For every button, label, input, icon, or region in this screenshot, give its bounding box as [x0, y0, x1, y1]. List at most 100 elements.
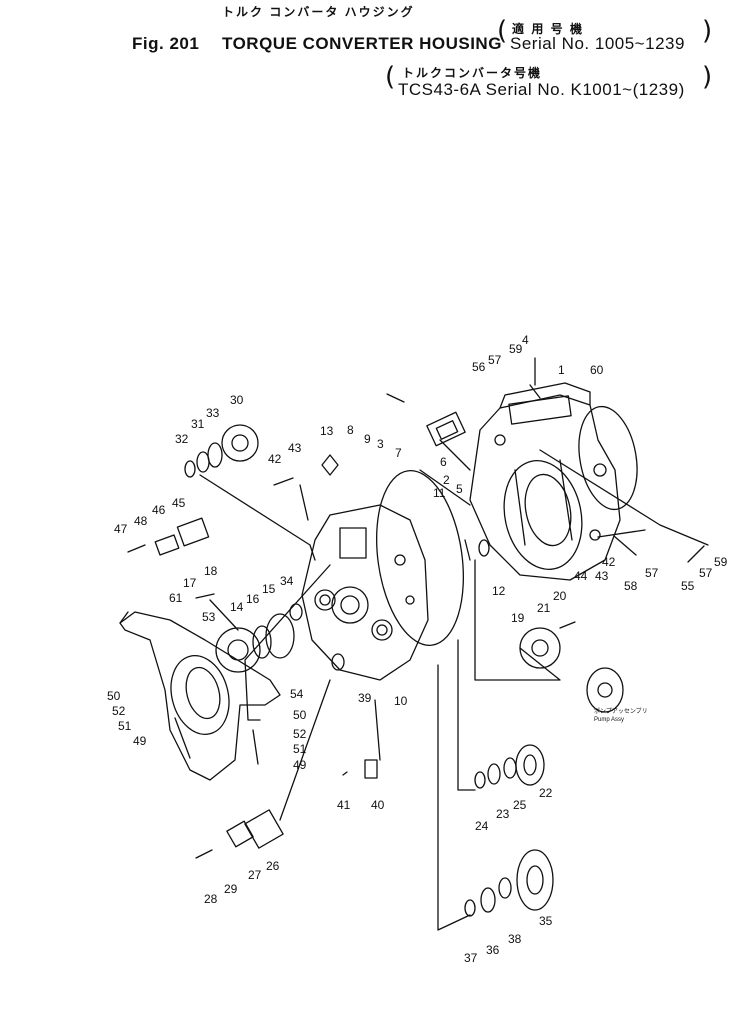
part-label: 43 [288, 441, 302, 455]
ring-25 [503, 757, 517, 779]
part-label: 57 [699, 566, 713, 580]
o-ring-11 [375, 470, 465, 646]
part-label: 27 [248, 868, 262, 882]
seal-32 [184, 460, 196, 478]
title-japanese: トルク コンバータ ハウジング [222, 5, 415, 19]
part-label: 59 [714, 555, 728, 569]
pump-assy [586, 667, 624, 713]
applicability-2-serial: TCS43-6A Serial No. K1001~(1239) [398, 80, 685, 99]
part-label: 19 [511, 611, 525, 625]
cover-26 [244, 809, 284, 849]
ring-33 [207, 442, 223, 468]
o-ring-large [578, 405, 638, 511]
ring-38 [498, 877, 512, 899]
paren-close-2: ) [702, 62, 713, 92]
part-label: 47 [114, 522, 128, 536]
seal-24 [474, 771, 486, 789]
part-label: 51 [118, 719, 132, 733]
part-label: 50 [293, 708, 307, 722]
gasket-14 [215, 627, 261, 673]
figure-label: Fig. 201 [132, 34, 200, 53]
part-label: 6 [440, 455, 447, 469]
part-label: 12 [492, 584, 506, 598]
part-label: 54 [290, 687, 304, 701]
gear-30 [221, 424, 259, 462]
part-label: 13 [320, 424, 334, 438]
part-label: 20 [553, 589, 567, 603]
part-label: 50 [107, 689, 121, 703]
applicability-1-serial: Serial No. 1005~1239 [510, 34, 685, 53]
paren-close-1: ) [702, 16, 713, 46]
part-label: 46 [152, 503, 166, 517]
plate-6 [426, 411, 466, 447]
part-label: 53 [202, 610, 216, 624]
part-label: 14 [230, 600, 244, 614]
part-label: 58 [624, 579, 638, 593]
part-label: 18 [204, 564, 218, 578]
part-label: 7 [395, 446, 402, 460]
part-label: 10 [394, 694, 408, 708]
gear-22 [515, 744, 545, 786]
part-label: 15 [262, 582, 276, 596]
gear-35 [516, 849, 554, 911]
part-label: 21 [537, 601, 551, 615]
part-label: 56 [472, 360, 486, 374]
part-label: 33 [206, 406, 220, 420]
cover-plate [119, 611, 281, 781]
part-label: 17 [183, 576, 197, 590]
part-label: 30 [230, 393, 244, 407]
front-housing [301, 504, 429, 681]
gasket-27 [226, 820, 254, 848]
part-label: 48 [134, 514, 148, 528]
part-label: 3 [377, 437, 384, 451]
bearing-23 [487, 763, 501, 785]
part-label: 35 [539, 914, 553, 928]
part-label: 41 [337, 798, 351, 812]
part-label: 49 [133, 734, 147, 748]
part-label: 59 [509, 342, 523, 356]
part-label: 40 [371, 798, 385, 812]
part-label: 43 [595, 569, 609, 583]
plate-40 [364, 759, 378, 779]
part-label: 38 [508, 932, 522, 946]
part-label: 25 [513, 798, 527, 812]
part-label: 16 [246, 592, 260, 606]
plate-19 [519, 627, 561, 669]
part-label: 11 [433, 486, 446, 500]
part-label: 52 [112, 704, 126, 718]
part-label: 5 [456, 482, 463, 496]
ring-34 [289, 603, 303, 621]
part-label: 2 [443, 473, 450, 487]
part-label: 28 [204, 892, 218, 906]
part-label: 61 [169, 591, 183, 605]
part-label: 31 [191, 417, 205, 431]
paren-open-2: ( [385, 62, 396, 92]
part-label: 49 [293, 758, 307, 772]
part-label: 57 [488, 353, 502, 367]
part-label: 57 [645, 566, 659, 580]
applicability-2-japanese: トルクコンバータ号機 [402, 66, 543, 80]
ring-12 [478, 539, 490, 557]
title-english: TORQUE CONVERTER HOUSING [222, 34, 502, 53]
part-label: 37 [464, 951, 478, 965]
part-label: 4 [522, 333, 529, 347]
part-label: 52 [293, 727, 307, 741]
pump-label-english: Pump Assy [594, 717, 624, 723]
pump-label-japanese: ポンプアッセンブリ [594, 707, 648, 715]
part-label: 36 [486, 943, 500, 957]
part-label: 34 [280, 574, 294, 588]
part-label: 42 [602, 555, 616, 569]
rear-housing [469, 382, 621, 581]
part-number-labels: 1 2 3 4 5 6 7 8 9 10 11 12 13 14 15 16 1… [107, 333, 728, 965]
part-label: 51 [293, 742, 307, 756]
bracket-13 [321, 454, 339, 476]
applicability-1-japanese: 適 用 号 機 [512, 22, 585, 36]
seal-37 [464, 899, 476, 917]
part-label: 1 [558, 363, 565, 377]
seal-16 [252, 625, 272, 659]
bearing-36 [480, 887, 496, 913]
part-label: 55 [681, 579, 695, 593]
ring-39 [331, 653, 345, 671]
part-label: 39 [358, 691, 372, 705]
